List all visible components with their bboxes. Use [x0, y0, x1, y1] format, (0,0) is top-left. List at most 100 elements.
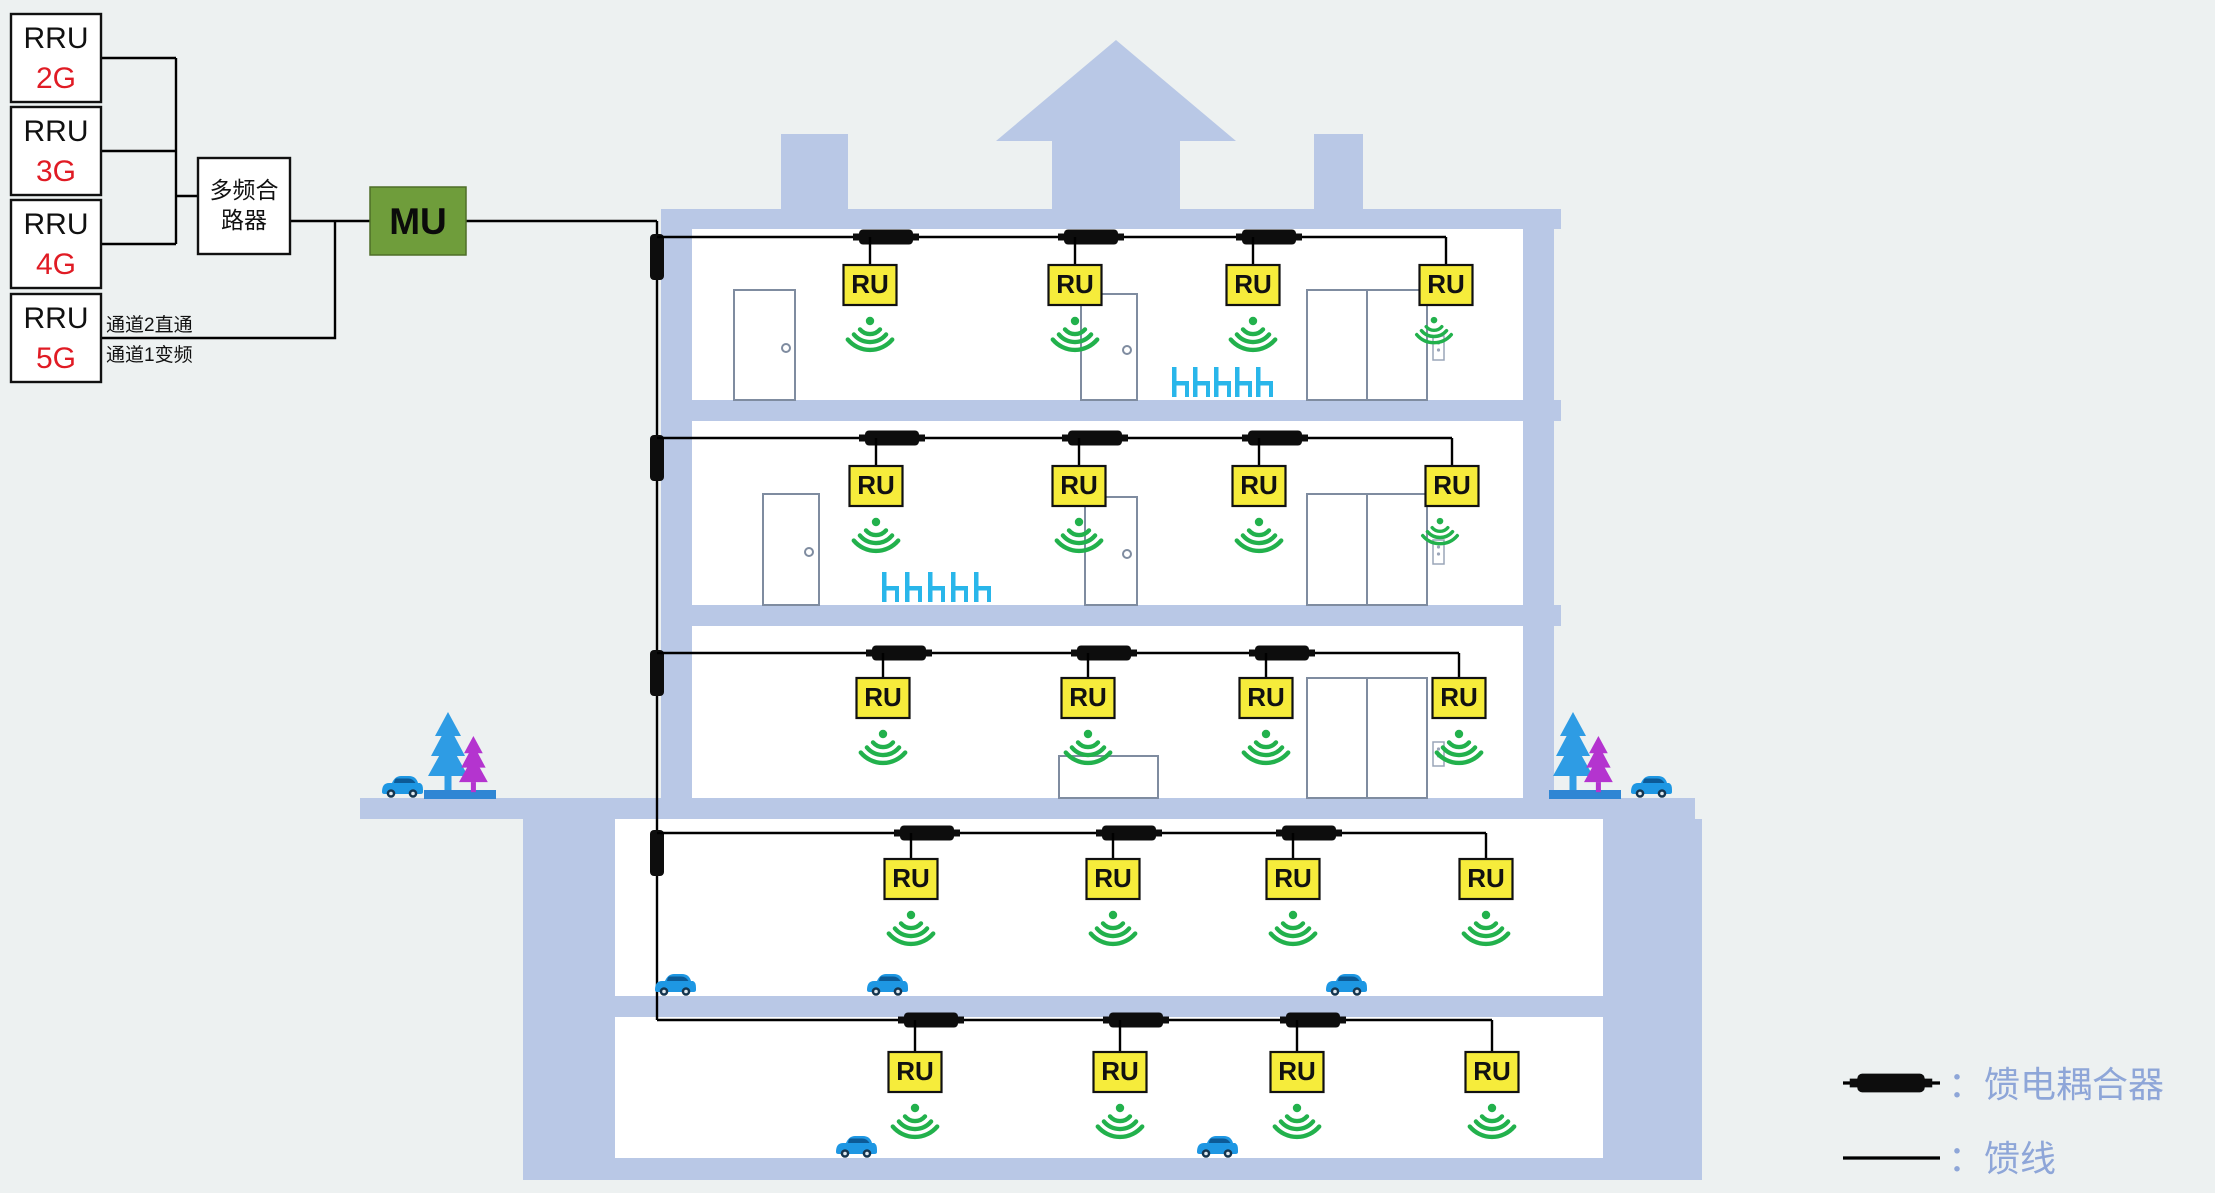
ru-box	[1464, 1050, 1520, 1094]
basement-right-wall	[1603, 819, 1702, 1158]
ru-box	[1231, 464, 1287, 508]
ru-box	[883, 857, 939, 901]
feeder-coupler-icon	[1071, 645, 1137, 661]
wiring	[650, 221, 1492, 1028]
feeder-coupler-icon	[898, 1012, 964, 1028]
ru-box	[1265, 857, 1321, 901]
basement-left-wall	[523, 819, 615, 1158]
rru-3g-box	[9, 105, 103, 197]
riser-amplifier	[650, 830, 664, 876]
rru-3g-band: 3G	[36, 155, 76, 188]
rru-4g-name: RRU	[24, 208, 89, 241]
feeder-coupler-icon	[1058, 229, 1124, 245]
slab-b1-b2	[615, 996, 1603, 1017]
ru-label: RU	[896, 1056, 934, 1086]
slab-3f-2f	[661, 400, 1561, 421]
headend: RRU 2G RRU 3G RRU 4G RRU 5G 多频合 路器 MU 通道…	[9, 12, 657, 384]
ru-label: RU	[1069, 682, 1107, 712]
feeder-coupler-icon	[1242, 430, 1308, 446]
riser-amplifier	[650, 435, 664, 481]
door-handle-icon	[804, 547, 814, 557]
combiner-box	[196, 156, 292, 256]
roof-arrow	[996, 40, 1236, 209]
feeder-coupler-icon	[1276, 825, 1342, 841]
ru-box	[848, 464, 904, 508]
elevator	[1306, 493, 1428, 606]
ru-box	[1238, 676, 1294, 720]
feeder-coupler-icon	[866, 645, 932, 661]
ru-box	[855, 676, 911, 720]
bottom-slab	[523, 1158, 1702, 1180]
feeder-coupler-icon	[853, 229, 919, 245]
ru-label: RU	[1060, 470, 1098, 500]
ru-box	[1424, 464, 1480, 508]
chimney-left	[781, 134, 848, 209]
roof-slab	[661, 209, 1561, 229]
ru-label: RU	[1234, 269, 1272, 299]
ru-label: RU	[1101, 1056, 1139, 1086]
feeder-coupler-icon	[894, 825, 960, 841]
feeder-coupler-icon	[1062, 430, 1128, 446]
channel1-label: 通道1变频	[106, 344, 193, 366]
channel2-label: 通道2直通	[106, 314, 193, 336]
ru-label: RU	[851, 269, 889, 299]
legend-coupler-label: ：馈电耦合器	[1948, 1064, 2164, 1105]
ru-label: RU	[1473, 1056, 1511, 1086]
door-handle-icon	[1122, 345, 1132, 355]
counter	[1058, 755, 1159, 799]
ru-box	[1225, 263, 1281, 307]
ru-box	[1458, 857, 1514, 901]
ru-label: RU	[1247, 682, 1285, 712]
rru-4g-band: 4G	[36, 248, 76, 281]
ru-box	[1060, 676, 1116, 720]
tree-base	[1549, 790, 1621, 799]
mu-box	[369, 186, 467, 256]
feeder-coupler-icon	[1236, 229, 1302, 245]
right-wall	[1523, 209, 1554, 809]
rru-4g-box	[9, 198, 103, 290]
ru-label: RU	[892, 863, 930, 893]
ru-box	[1051, 464, 1107, 508]
ru-box	[1092, 1050, 1148, 1094]
door	[762, 493, 820, 606]
combiner-label-line1: 多频合	[210, 177, 279, 203]
tree-base	[424, 790, 496, 799]
door-handle-icon	[1122, 549, 1132, 559]
ru-label: RU	[1433, 470, 1471, 500]
rru-3g-name: RRU	[24, 115, 89, 148]
ru-box	[887, 1050, 943, 1094]
rru-2g-band: 2G	[36, 62, 76, 95]
rru-5g-name: RRU	[24, 302, 89, 335]
elevator	[1306, 677, 1428, 799]
ru-label: RU	[1094, 863, 1132, 893]
mu-label: MU	[389, 201, 447, 242]
ru-label: RU	[1467, 863, 1505, 893]
rru-5g-box	[9, 292, 103, 384]
chimney-right	[1314, 134, 1363, 209]
left-wall	[661, 209, 692, 809]
ground-slab	[360, 798, 1695, 819]
rru-2g-box	[9, 12, 103, 104]
ru-label: RU	[1440, 682, 1478, 712]
coupler-icon	[1849, 1073, 1933, 1093]
ru-box	[1047, 263, 1103, 307]
door-handle-icon	[781, 343, 791, 353]
feeder-coupler-icon	[859, 430, 925, 446]
legend-feeder-label: ：馈线	[1948, 1138, 2056, 1179]
ru-box	[1085, 857, 1141, 901]
ru-box	[842, 263, 898, 307]
ru-label: RU	[1274, 863, 1312, 893]
elevator	[1306, 289, 1428, 401]
rru-5g-band: 5G	[36, 342, 76, 375]
ru-label: RU	[1427, 269, 1465, 299]
ru-label: RU	[1240, 470, 1278, 500]
legend: ：馈电耦合器 ：馈线	[1843, 1064, 2164, 1179]
feeder-coupler-icon	[1280, 1012, 1346, 1028]
feeder-coupler-icon	[1249, 645, 1315, 661]
riser-amplifier	[650, 650, 664, 696]
riser-amplifier	[650, 234, 664, 280]
rru5g-direct-wire	[101, 221, 337, 340]
